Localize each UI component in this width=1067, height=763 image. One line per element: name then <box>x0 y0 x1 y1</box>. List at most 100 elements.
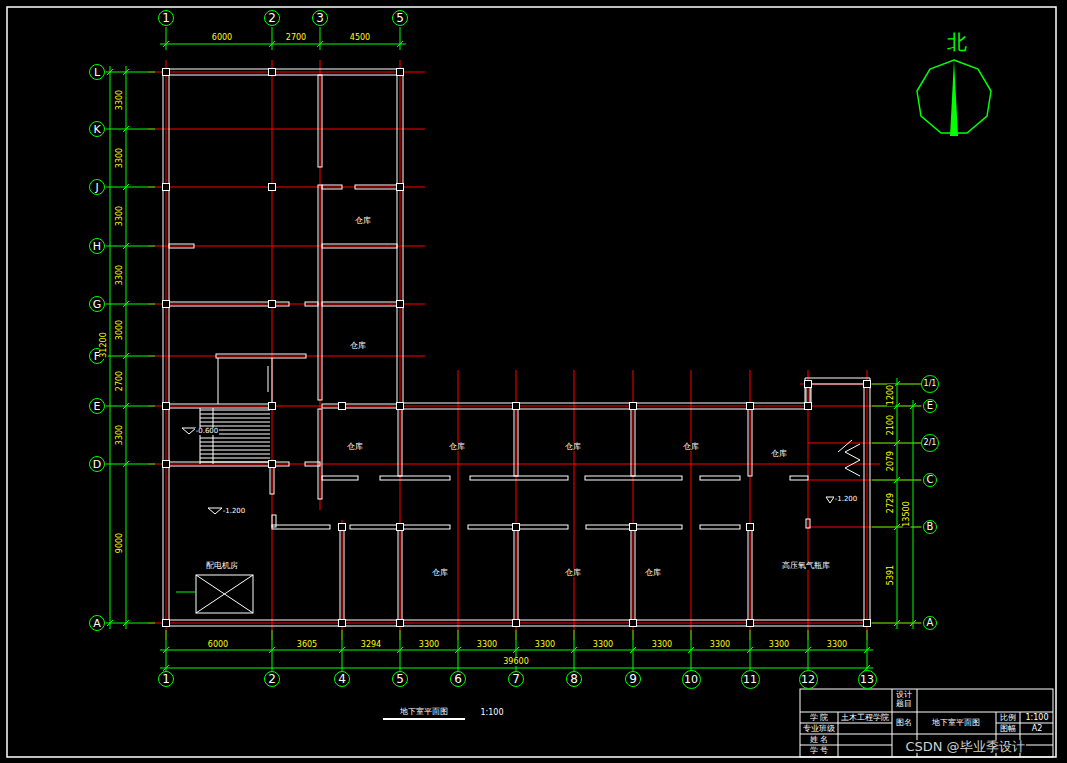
axis-bubble: H <box>89 238 105 254</box>
axis-number: D <box>93 459 101 470</box>
dimension-text: 2100 <box>887 414 895 436</box>
axis-bubble: 3 <box>312 10 328 26</box>
axis-bubble: 2/1 <box>921 434 939 452</box>
axis-number: 1/1 <box>924 380 937 388</box>
dimension-text: 3300 <box>116 264 124 286</box>
axis-number: 8 <box>570 673 578 685</box>
title-block-cell: A2 <box>1031 725 1044 733</box>
title-block-cell: 土木工程学院 <box>840 714 890 722</box>
room-name: 仓库 <box>564 569 582 577</box>
dimension-text: 31200 <box>100 331 108 358</box>
dimension-text: 2700 <box>116 370 124 392</box>
room-name: 仓库 <box>448 443 466 451</box>
room-name: 仓库 <box>349 342 367 350</box>
axis-bubble: 1/1 <box>921 375 939 393</box>
axis-number: 7 <box>512 673 520 685</box>
dimension-text: 3300 <box>592 641 614 649</box>
axis-bubble: D <box>89 456 105 472</box>
title-block-cell: 学 院 <box>809 714 830 722</box>
dimension-text: 13500 <box>903 500 911 527</box>
axis-number: 5 <box>396 673 404 685</box>
axis-number: 3 <box>316 12 324 24</box>
title-block-cell: 比例 <box>999 714 1017 722</box>
room-name: 仓库 <box>564 443 582 451</box>
elevation-mark: -0.600 <box>195 428 220 435</box>
room-name: 仓库 <box>354 217 372 225</box>
axis-bubble: 13 <box>858 670 877 689</box>
axis-number: 10 <box>684 674 698 685</box>
axis-bubble: E <box>923 399 937 413</box>
room-name: 仓库 <box>644 569 662 577</box>
axis-number: A <box>927 618 934 628</box>
room-name: 仓库 <box>770 450 788 458</box>
axis-bubble: A <box>923 616 937 630</box>
room-name: 仓库 <box>682 443 700 451</box>
axis-bubble: 7 <box>508 671 524 687</box>
axis-bubble: J <box>89 179 105 195</box>
axis-bubble: 5 <box>392 10 408 26</box>
dimension-text: 3605 <box>296 641 318 649</box>
dimension-text: 3300 <box>534 641 556 649</box>
title-block-cell: 1:100 <box>1024 714 1049 722</box>
axis-bubble: 6 <box>450 671 466 687</box>
room-name: 仓库 <box>431 569 449 577</box>
axis-bubble: 2 <box>264 10 280 26</box>
axis-bubble: 11 <box>741 670 760 689</box>
axis-number: E <box>94 401 101 412</box>
dimension-text: 6000 <box>207 641 229 649</box>
north-sign: 北 <box>946 32 968 52</box>
axis-bubble: G <box>89 296 105 312</box>
axis-bubble: E <box>89 398 105 414</box>
axis-number: L <box>94 67 100 78</box>
title-block-cell: 姓 名 <box>809 736 830 744</box>
axis-number: G <box>93 299 102 310</box>
elevation-mark: -1.200 <box>834 496 859 503</box>
axis-bubble: 10 <box>682 670 701 689</box>
title-block-cell: 图幅 <box>999 725 1017 733</box>
axis-bubble: 4 <box>334 671 350 687</box>
dimension-text: 3300 <box>116 205 124 227</box>
elevation-mark: -1.200 <box>222 508 247 515</box>
title-block-cell: 地下室平面图 <box>931 719 981 727</box>
dimension-text: 3300 <box>826 641 848 649</box>
dimension-text: 3300 <box>709 641 731 649</box>
axis-number: 2 <box>268 673 276 685</box>
axis-bubble: 12 <box>799 670 818 689</box>
axis-number: C <box>927 475 934 485</box>
axis-bubble: 5 <box>392 671 408 687</box>
axis-number: 2/1 <box>924 439 937 447</box>
axis-bubble: 8 <box>566 671 582 687</box>
dimension-text: 5391 <box>887 564 895 586</box>
dimension-text: 3300 <box>116 424 124 446</box>
axis-number: H <box>93 241 101 252</box>
axis-bubble: C <box>923 473 937 487</box>
title-block-cell: 图名 <box>895 719 913 727</box>
axis-number: E <box>927 401 933 411</box>
axis-number: A <box>93 618 101 629</box>
dimension-text: 9000 <box>116 532 124 554</box>
room-name: 高压氧气瓶库 <box>781 562 831 570</box>
axis-number: 5 <box>396 12 404 24</box>
axis-bubble: K <box>89 121 105 137</box>
dimension-text: 3300 <box>418 641 440 649</box>
dimension-text: 39600 <box>502 658 529 666</box>
axis-number: 1 <box>162 12 170 24</box>
axis-number: B <box>927 522 934 532</box>
axis-number: 13 <box>860 674 874 685</box>
room-name: 仓库 <box>346 443 364 451</box>
dimension-text: 2729 <box>887 492 895 514</box>
dimension-text: 3294 <box>360 641 382 649</box>
axis-bubble: 1 <box>158 10 174 26</box>
axis-bubble: 2 <box>264 671 280 687</box>
axis-number: 4 <box>338 673 346 685</box>
axis-number: 11 <box>743 674 757 685</box>
dimension-text: 3300 <box>651 641 673 649</box>
dimension-text: 6000 <box>211 34 233 42</box>
axis-bubble: 9 <box>625 671 641 687</box>
axis-bubble: A <box>89 615 105 631</box>
axis-number: K <box>93 124 100 135</box>
dimension-text: 3300 <box>476 641 498 649</box>
axis-number: J <box>95 182 98 193</box>
axis-number: 9 <box>629 673 637 685</box>
dimension-text: 3000 <box>116 319 124 341</box>
